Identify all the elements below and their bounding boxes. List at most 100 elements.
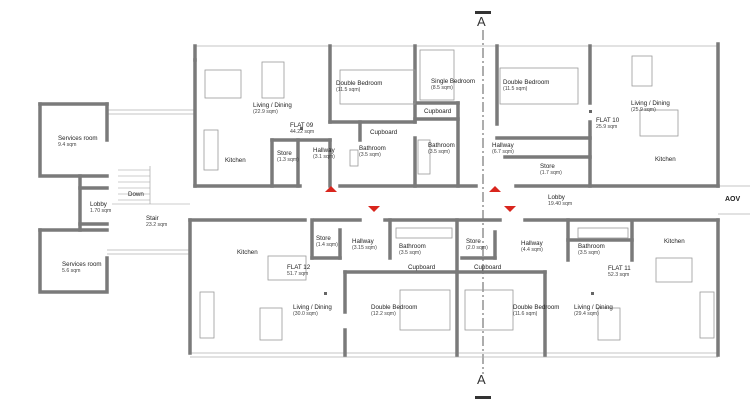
room-area: (3.5 sqm) <box>578 250 600 256</box>
section-label-top: A <box>477 14 486 29</box>
room-name: Double Bedroom <box>503 79 550 86</box>
room-flat09-bathroom: Bathroom (3.5 sqm) <box>359 145 386 159</box>
glazing-lines <box>107 45 750 358</box>
room-area: (11.6 sqm) <box>513 311 538 317</box>
room-name: Living / Dining <box>631 100 670 107</box>
flat-name: FLAT 10 <box>596 117 620 124</box>
room-area: 5.6 sqm <box>62 268 81 274</box>
room-area: (3.15 sqm) <box>352 245 377 251</box>
room-main-lobby: Lobby 19.40 sqm <box>548 194 572 208</box>
room-area: (11.5 sqm) <box>503 86 528 92</box>
room-name: Living / Dining <box>574 304 613 311</box>
room-area: (3.5 sqm) <box>428 149 450 155</box>
room-services-top: Services room 9.4 sqm <box>58 135 98 149</box>
room-name: Bathroom <box>428 142 455 149</box>
room-name: Services room <box>58 135 98 142</box>
room-name: Bathroom <box>578 243 605 250</box>
room-flat10-hallway: Hallway (6.7 sqm) <box>492 142 514 156</box>
room-area: (6.7 sqm) <box>492 149 514 155</box>
room-name: Bathroom <box>359 145 386 152</box>
flat-area: 25.9 sqm <box>596 124 618 130</box>
room-flat10-bedroom: Double Bedroom (11.5 sqm) <box>503 79 549 93</box>
room-flat12-kitchen: Kitchen <box>237 249 258 256</box>
room-flat11-hallway: Hallway (4.4 sqm) <box>521 240 543 254</box>
stair <box>112 166 190 205</box>
flat09-label: FLAT 09 44.22 sqm <box>290 122 314 136</box>
section-label-bottom: A <box>477 372 486 387</box>
room-name: Store <box>540 163 555 170</box>
room-flat10-store: Store (1.7 sqm) <box>540 163 562 177</box>
room-area: (25.9 sqm) <box>631 107 656 113</box>
room-name: Lobby <box>548 194 565 201</box>
flat-area: 52.3 sqm <box>608 272 630 278</box>
flat-area: 51.7 sqm <box>287 271 309 277</box>
room-flat09-living: Living / Dining (22.9 sqm) <box>253 102 292 116</box>
room-flat10-kitchen: Kitchen <box>655 156 676 163</box>
room-flat12-cupboard: Cupboard <box>408 264 436 271</box>
room-name: Double Bedroom <box>513 304 560 311</box>
room-flat09-hallway: Hallway (3.1 sqm) <box>313 147 335 161</box>
section-marker-bottom-bar <box>475 396 491 399</box>
room-name: Stair <box>146 215 159 222</box>
room-flat11-bedroom: Double Bedroom (11.6 sqm) <box>513 304 559 318</box>
room-area: (1.3 sqm) <box>277 157 299 163</box>
room-area: 1.70 sqm <box>90 208 112 214</box>
room-area: (3.1 sqm) <box>313 154 335 160</box>
flat-name: FLAT 12 <box>287 264 311 271</box>
room-flat11-kitchen: Kitchen <box>664 238 685 245</box>
room-single-bedroom: Single Bedroom (8.5 sqm) <box>431 78 475 92</box>
room-core-lobby: Lobby 1.70 sqm <box>90 201 111 215</box>
room-area: 9.4 sqm <box>58 142 77 148</box>
room-area: 19.40 sqm <box>548 201 573 207</box>
room-flat11-cupboard: Cupboard <box>474 264 502 271</box>
stair-direction: Down <box>128 191 144 198</box>
room-name: Hallway <box>352 238 374 245</box>
flat-name: FLAT 11 <box>608 265 631 272</box>
room-flat12-living: Living / Dining (30.0 sqm) <box>293 304 332 318</box>
room-flat09-kitchen: Kitchen <box>225 157 246 164</box>
flat12-label: FLAT 12 51.7 sqm <box>287 264 310 278</box>
room-services-bottom: Services room 5.6 sqm <box>62 261 102 275</box>
room-markers <box>300 110 594 295</box>
flat-area: 44.22 sqm <box>290 129 315 135</box>
room-flat12-bathroom: Bathroom (3.5 sqm) <box>399 243 426 257</box>
room-flat11-bathroom: Bathroom (3.5 sqm) <box>578 243 605 257</box>
aov-label: AOV <box>725 196 741 203</box>
room-area: (3.5 sqm) <box>359 152 381 158</box>
room-area: (11.5 sqm) <box>336 87 361 93</box>
room-flat12-store: Store (1.4 sqm) <box>316 235 338 249</box>
room-name: Services room <box>62 261 102 268</box>
room-area: (1.4 sqm) <box>316 242 338 248</box>
room-name: Bathroom <box>399 243 426 250</box>
lobby-arrows <box>325 186 516 212</box>
room-flat09-bedroom: Double Bedroom (11.5 sqm) <box>336 80 382 94</box>
room-area: (30.0 sqm) <box>293 311 318 317</box>
room-area: (1.7 sqm) <box>540 170 562 176</box>
room-name: Living / Dining <box>253 102 292 109</box>
room-name: Store <box>466 238 481 245</box>
room-flat09-store: Store (1.3 sqm) <box>277 150 299 164</box>
flat-name: FLAT 09 <box>290 122 314 129</box>
room-name: Living / Dining <box>293 304 332 311</box>
room-area: (8.5 sqm) <box>431 85 453 91</box>
room-name: Hallway <box>521 240 543 247</box>
room-area: (4.4 sqm) <box>521 247 543 253</box>
room-flat10-bathroom: Bathroom (3.5 sqm) <box>428 142 455 156</box>
walls <box>38 42 720 357</box>
room-name: Store <box>277 150 292 157</box>
furniture <box>199 49 715 341</box>
room-flat11-living: Living / Dining (29.4 sqm) <box>574 304 613 318</box>
room-name: Lobby <box>90 201 107 208</box>
section-marker-top-bar <box>475 11 491 14</box>
room-flat10-living: Living / Dining (25.9 sqm) <box>631 100 670 114</box>
room-area: (29.4 sqm) <box>574 311 599 317</box>
room-area: 23.2 sqm <box>146 222 168 228</box>
room-area: (3.5 sqm) <box>399 250 421 256</box>
room-name: Store <box>316 235 331 242</box>
room-name: Hallway <box>313 147 335 154</box>
room-name: Single Bedroom <box>431 78 476 85</box>
room-top-cupboard: Cupboard <box>424 108 452 115</box>
room-name: Double Bedroom <box>371 304 418 311</box>
room-area: (22.9 sqm) <box>253 109 278 115</box>
